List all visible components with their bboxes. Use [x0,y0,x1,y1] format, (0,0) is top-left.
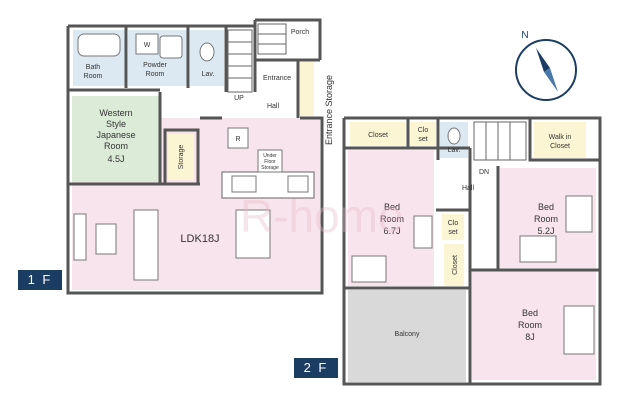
bath-room-label-1: Bath [86,64,101,71]
bed-1 [351,255,387,283]
balcony-label: Balcony [395,331,420,338]
western-room-label-4: Room [104,141,128,151]
powder-room-label-2: Room [146,71,165,78]
second-floor-walls [342,116,602,386]
first-floor-badge: 1 F [18,270,62,290]
entrance-storage-label: Entrance Storage [324,75,334,145]
closet-vertical-label: Closet [452,255,459,275]
dining-table [235,209,271,259]
porch-label: Porch [291,29,309,36]
bath-room-label-2: Room [84,73,103,80]
bed-3 [563,305,595,355]
bedroom-8-size: 8J [525,332,535,342]
watermark: R-home [240,190,404,242]
walkin-label-1: Walk in [549,134,572,141]
first-floor-walls [66,18,324,295]
second-floor-badge: 2 F [294,358,338,378]
up-label: UP [234,95,244,102]
stairs-1f [227,23,287,93]
closet-small-1-label-1: Clo [418,127,429,134]
hall-2f-label: Hall [462,185,475,192]
refrigerator-box [227,127,249,149]
desk-bed2 [519,235,557,263]
closet-small-1-floor [410,122,436,146]
closet-small-2-label-1: Clo [448,220,459,227]
bedroom-5-2-label-2: Room [534,214,558,224]
dn-label: DN [479,169,489,176]
bathtub [77,33,121,57]
bedroom-6-7-label-1: Bed [384,202,400,212]
stove [287,175,309,193]
washing-machine [135,33,159,55]
second-floor-plan: Closet Clo set Lav. DN Hall Walk in Clos… [342,116,602,386]
western-room-floor [72,96,160,182]
entrance-storage-floor [300,62,314,116]
closet-vertical-floor [444,244,464,286]
lav-1f-label: Lav. [202,71,215,78]
closet-2f-floor [350,122,406,146]
refrigerator-label: R [235,136,240,143]
bedroom-6-7-label-2: Room [380,214,404,224]
underfloor-label-1: Under [263,153,277,159]
closet-small-2-label-2: set [448,229,457,236]
storage-floor-1f [168,134,194,180]
western-room-label-1: Western [99,108,132,118]
western-room-label-3: Japanese [96,130,135,140]
western-room-size: 4.5J [107,154,124,164]
bedroom-8-label-1: Bed [522,308,538,318]
balcony-floor [348,290,466,382]
tv-board [73,213,87,261]
bedroom-5-2-size: 5.2J [537,226,554,236]
toilet-2f [447,127,461,145]
underfloor-label-3: Storage [261,165,279,171]
compass-north-label: N [521,30,528,41]
stairs-2f [473,121,527,161]
underfloor-label-2: Floor [264,159,276,165]
lav-2f-label: Lav. [448,147,461,154]
ldk-label: LDK18J [180,233,219,245]
first-floor-plan: Bath Room W Powder Room Lav. Porch Entra… [66,18,334,295]
closet-small-1-label-2: set [418,136,427,143]
hall-1f-label: Hall [267,103,280,110]
western-room-label-2: Style [106,119,126,129]
bedroom-8-label-2: Room [518,320,542,330]
walkin-floor [534,122,586,158]
low-table [95,223,117,255]
bedroom-5-2-label-1: Bed [538,202,554,212]
powder-sink [159,35,183,59]
closet-2f-label: Closet [368,132,388,139]
bedroom-6-7-size: 6.7J [383,226,400,236]
kitchen-sink [231,175,257,193]
walkin-label-2: Closet [550,143,570,150]
storage-1f-label: Storage [178,145,185,170]
sofa [133,209,159,281]
desk-bed1 [413,215,433,249]
bed-2 [565,195,593,233]
underfloor-storage-box [257,149,283,173]
compass-needle-south-icon [544,68,558,92]
powder-room-label-1: Powder [143,62,167,69]
washer-label: W [144,42,151,49]
compass-needle-north-icon [536,48,550,72]
toilet-1f [199,42,215,62]
compass: N [515,30,577,101]
closet-small-2-floor [442,214,464,240]
entrance-label: Entrance [263,75,291,82]
